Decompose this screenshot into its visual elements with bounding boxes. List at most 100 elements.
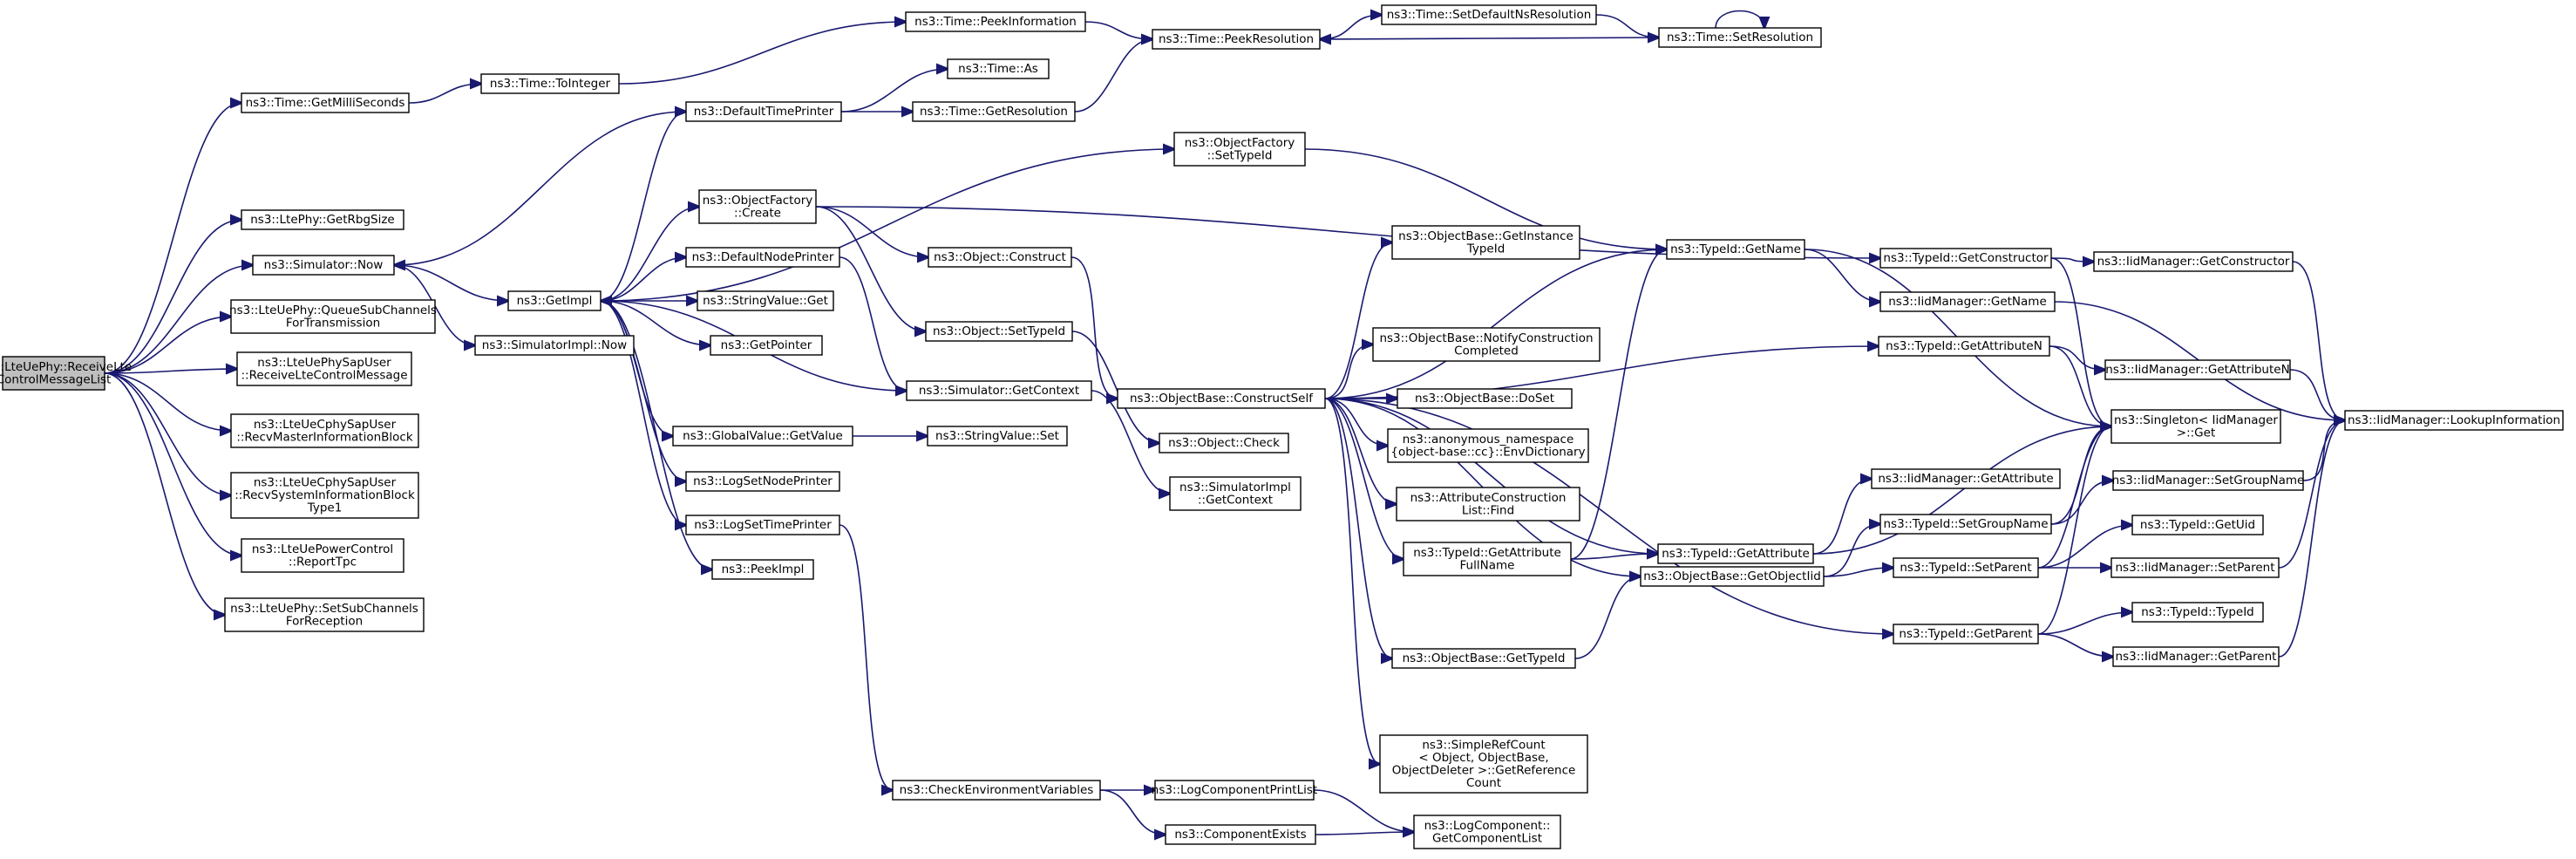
node-tidsetgroup[interactable]: ns3::TypeId::SetGroupName bbox=[1879, 514, 2052, 535]
node-tidsetparent[interactable]: ns3::TypeId::SetParent bbox=[1893, 557, 2039, 578]
node-iidgetname[interactable]: ns3::IidManager::GetName bbox=[1879, 291, 2056, 312]
node-peekres[interactable]: ns3::Time::PeekResolution bbox=[1152, 29, 1321, 50]
edge-root-to-simnow bbox=[104, 265, 253, 374]
node-label: ns3::LteUePhySapUser bbox=[257, 356, 391, 370]
node-label: ns3::TypeId::GetAttribute bbox=[1413, 546, 1561, 560]
node-getmilli[interactable]: ns3::Time::GetMilliSeconds bbox=[241, 92, 410, 113]
node-tidgetattrn[interactable]: ns3::TypeId::GetAttributeN bbox=[1878, 336, 2050, 357]
node-queuesub[interactable]: ns3::LteUePhy::QueueSubChannelsForTransm… bbox=[229, 299, 437, 334]
edge-getimpl-to-peekimpl bbox=[600, 300, 712, 569]
node-box bbox=[1396, 487, 1580, 522]
node-setres[interactable]: ns3::Time::SetResolution bbox=[1658, 27, 1822, 48]
node-label: ns3::AttributeConstruction bbox=[1410, 491, 1567, 505]
node-envdict[interactable]: ns3::anonymous_namespace{object-base::cc… bbox=[1387, 428, 1589, 463]
node-peekimpl[interactable]: ns3::PeekImpl bbox=[711, 559, 814, 580]
node-iidlookup[interactable]: ns3::IidManager::LookupInformation bbox=[2344, 410, 2564, 431]
edge-getimpl-to-logsettime bbox=[600, 300, 686, 525]
node-notifyconst[interactable]: ns3::ObjectBase::NotifyConstructionCompl… bbox=[1372, 327, 1601, 362]
node-setsubrecv[interactable]: ns3::LteUePhy::SetSubChannelsForReceptio… bbox=[224, 597, 425, 632]
node-box bbox=[685, 515, 840, 535]
node-compexists[interactable]: ns3::ComponentExists bbox=[1165, 824, 1316, 845]
node-obgettid[interactable]: ns3::ObjectBase::GetTypeId bbox=[1391, 648, 1576, 669]
node-label: ns3::Time::PeekInformation bbox=[914, 15, 1077, 29]
node-iidgetattr[interactable]: ns3::IidManager::GetAttribute bbox=[1871, 468, 2061, 489]
node-label: ns3::anonymous_namespace bbox=[1403, 433, 1574, 447]
node-gvget[interactable]: ns3::GlobalValue::GetValue bbox=[672, 426, 853, 447]
node-setdefns[interactable]: ns3::Time::SetDefaultNsResolution bbox=[1381, 4, 1597, 25]
node-box bbox=[1893, 624, 2039, 644]
node-recvmib[interactable]: ns3::LteUeCphySapUser::RecvMasterInforma… bbox=[230, 413, 419, 448]
node-tidgetparent[interactable]: ns3::TypeId::GetParent bbox=[1893, 624, 2039, 644]
edge-tidgetattrn-to-singleton bbox=[2049, 345, 2111, 426]
node-rbg[interactable]: ns3::LtePhy::GetRbgSize bbox=[241, 209, 404, 230]
node-logsettime[interactable]: ns3::LogSetTimePrinter bbox=[685, 515, 840, 535]
node-label: ns3::IidManager::SetGroupName bbox=[2112, 474, 2305, 487]
node-label: {object-base::cc}::EnvDictionary bbox=[1390, 445, 1585, 459]
node-toint[interactable]: ns3::Time::ToInteger bbox=[480, 73, 620, 94]
node-iidgetattrn[interactable]: ns3::IidManager::GetAttributeN bbox=[2104, 359, 2291, 380]
node-box bbox=[1173, 132, 1306, 167]
node-box bbox=[1879, 291, 2056, 312]
node-dosset[interactable]: ns3::ObjectBase::DoSet bbox=[1397, 388, 1573, 409]
node-objsettid[interactable]: ns3::Object::SetTypeId bbox=[925, 321, 1073, 342]
node-iidsetparent[interactable]: ns3::IidManager::SetParent bbox=[2110, 557, 2280, 578]
edge-defprinter-to-timeas bbox=[840, 69, 948, 112]
node-label: ns3::TypeId::SetParent bbox=[1900, 561, 2031, 575]
node-simimplctx[interactable]: ns3::SimulatorImpl::GetContext bbox=[1169, 476, 1302, 511]
node-label: ns3::ObjectBase::GetInstance bbox=[1398, 229, 1573, 243]
node-timeas[interactable]: ns3::Time::As bbox=[947, 58, 1050, 79]
edge-getmilli-to-toint bbox=[408, 84, 481, 104]
node-getres[interactable]: ns3::Time::GetResolution bbox=[912, 101, 1076, 122]
node-recvsib[interactable]: ns3::LteUeCphySapUser::RecvSystemInforma… bbox=[230, 472, 419, 519]
node-logcompget[interactable]: ns3::LogComponent::GetComponentList bbox=[1413, 815, 1561, 849]
node-constructself[interactable]: ns3::ObjectBase::ConstructSelf bbox=[1117, 388, 1326, 409]
node-ofcreate[interactable]: ns3::ObjectFactory::Create bbox=[698, 189, 817, 224]
node-reporttpc[interactable]: ns3::LteUePowerControl::ReportTpc bbox=[241, 538, 404, 573]
node-simgetctx[interactable]: ns3::Simulator::GetContext bbox=[906, 380, 1092, 401]
node-singleton[interactable]: ns3::Singleton< IidManager>::Get bbox=[2110, 409, 2281, 444]
node-ofsettid[interactable]: ns3::ObjectFactory::SetTypeId bbox=[1173, 132, 1306, 167]
node-tidgetattr[interactable]: ns3::TypeId::GetAttribute bbox=[1657, 543, 1814, 564]
node-obgetoid[interactable]: ns3::ObjectBase::GetObjectIid bbox=[1640, 566, 1825, 587]
node-simnow[interactable]: ns3::Simulator::Now bbox=[252, 255, 395, 276]
node-tidtid[interactable]: ns3::TypeId::TypeId bbox=[2131, 602, 2264, 623]
node-box bbox=[1878, 336, 2050, 357]
node-getimpl[interactable]: ns3::GetImpl bbox=[507, 290, 602, 311]
node-simplerefcount[interactable]: ns3::SimpleRefCount< Object, ObjectBase,… bbox=[1379, 734, 1588, 794]
node-simimplnow[interactable]: ns3::SimulatorImpl::Now bbox=[474, 335, 635, 356]
node-recvlte[interactable]: ns3::LteUePhySapUser::ReceiveLteControlM… bbox=[236, 351, 412, 386]
node-strset[interactable]: ns3::StringValue::Set bbox=[927, 426, 1068, 447]
node-iidsetgroup[interactable]: ns3::IidManager::SetGroupName bbox=[2112, 470, 2305, 491]
node-defnode[interactable]: ns3::DefaultNodePrinter bbox=[685, 247, 840, 268]
edge-getimpl-to-ofcreate bbox=[600, 207, 699, 302]
node-box bbox=[927, 426, 1068, 447]
node-logcompprint[interactable]: ns3::LogComponentPrintList bbox=[1152, 780, 1317, 801]
nodes-layer: ns3::LteUePhy::ReceiveLteControlMessageL… bbox=[0, 4, 2564, 849]
node-label: ns3::TypeId::GetConstructor bbox=[1883, 251, 2049, 265]
node-objconstruct[interactable]: ns3::Object::Construct bbox=[928, 247, 1072, 268]
node-box bbox=[1657, 543, 1814, 564]
node-tidgetname[interactable]: ns3::TypeId::GetName bbox=[1666, 239, 1805, 260]
node-objcheck[interactable]: ns3::Object::Check bbox=[1159, 433, 1289, 453]
node-defprinter[interactable]: ns3::DefaultTimePrinter bbox=[685, 101, 842, 122]
node-iidgetparent[interactable]: ns3::IidManager::GetParent bbox=[2112, 646, 2280, 667]
node-tidgetcons[interactable]: ns3::TypeId::GetConstructor bbox=[1879, 248, 2052, 269]
node-label: ns3::Time::GetMilliSeconds bbox=[246, 96, 405, 110]
edge-obgettid-to-obgetoid bbox=[1574, 576, 1641, 659]
node-peekinfo[interactable]: ns3::Time::PeekInformation bbox=[905, 11, 1086, 32]
node-tidgetuid[interactable]: ns3::TypeId::GetUid bbox=[2131, 515, 2264, 535]
node-strget[interactable]: ns3::StringValue::Get bbox=[697, 290, 834, 311]
node-checkenv[interactable]: ns3::CheckEnvironmentVariables bbox=[892, 780, 1101, 801]
node-label: ns3::GlobalValue::GetValue bbox=[683, 429, 843, 443]
node-logsetnode[interactable]: ns3::LogSetNodePrinter bbox=[685, 471, 840, 492]
node-box bbox=[1165, 824, 1316, 845]
node-box bbox=[2104, 359, 2291, 380]
node-getptr[interactable]: ns3::GetPointer bbox=[710, 335, 823, 356]
node-root[interactable]: ns3::LteUePhy::ReceiveLteControlMessageL… bbox=[0, 356, 132, 391]
node-label: >::Get bbox=[2177, 426, 2215, 440]
node-iidgetcons[interactable]: ns3::IidManager::GetConstructor bbox=[2093, 251, 2294, 272]
node-label: ControlMessageList bbox=[0, 372, 111, 386]
